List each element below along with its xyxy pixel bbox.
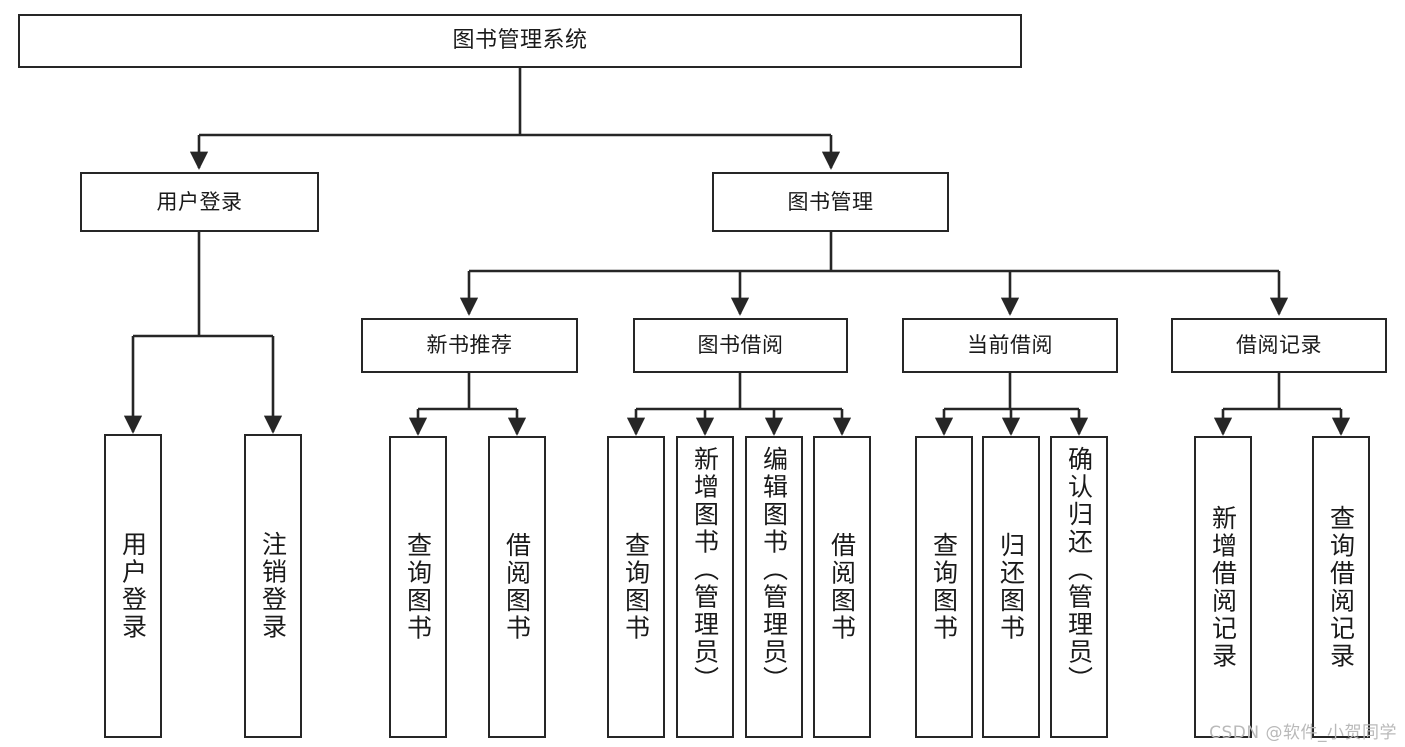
- node-label: 查询图书: [403, 532, 433, 642]
- node-label: 查询图书: [621, 532, 651, 642]
- leaf-borrow-query-book[interactable]: 查询图书: [607, 436, 665, 738]
- node-book-borrow[interactable]: 图书借阅: [633, 318, 848, 373]
- leaf-borrow-add-book-admin[interactable]: 新增图书（管理员）: [676, 436, 734, 738]
- node-label: 当前借阅: [967, 333, 1053, 358]
- leaf-records-query-record[interactable]: 查询借阅记录: [1312, 436, 1370, 738]
- node-label: 借阅图书: [827, 532, 857, 642]
- node-label: 图书管理系统: [452, 28, 588, 54]
- node-new-book-recommend[interactable]: 新书推荐: [361, 318, 578, 373]
- leaf-recommend-query-book[interactable]: 查询图书: [389, 436, 447, 738]
- node-label: 用户登录: [118, 531, 148, 641]
- node-label: 借阅图书: [502, 532, 532, 642]
- leaf-borrow-edit-book-admin[interactable]: 编辑图书（管理员）: [745, 436, 803, 738]
- leaf-current-return-book[interactable]: 归还图书: [982, 436, 1040, 738]
- node-label: 用户登录: [156, 189, 243, 214]
- node-root-system[interactable]: 图书管理系统: [18, 14, 1022, 68]
- node-label: 确认归还（管理员）: [1064, 446, 1094, 694]
- leaf-borrow-borrow-book[interactable]: 借阅图书: [813, 436, 871, 738]
- leaf-user-login-logout[interactable]: 注销登录: [244, 434, 302, 738]
- leaf-user-login-login[interactable]: 用户登录: [104, 434, 162, 738]
- node-label: 图书借阅: [697, 333, 784, 358]
- node-label: 图书管理: [787, 189, 874, 214]
- leaf-current-query-book[interactable]: 查询图书: [915, 436, 973, 738]
- node-label: 归还图书: [996, 532, 1026, 642]
- node-label: 注销登录: [258, 531, 288, 641]
- node-label: 编辑图书（管理员）: [759, 446, 789, 694]
- node-label: 查询图书: [929, 532, 959, 642]
- node-borrow-records[interactable]: 借阅记录: [1171, 318, 1387, 373]
- csdn-watermark: CSDN @软件_小贺同学: [1209, 723, 1397, 743]
- node-label: 查询借阅记录: [1326, 504, 1356, 670]
- node-book-management[interactable]: 图书管理: [712, 172, 949, 232]
- node-label: 借阅记录: [1236, 333, 1322, 358]
- node-current-borrow[interactable]: 当前借阅: [902, 318, 1118, 373]
- node-label: 新增借阅记录: [1208, 504, 1238, 670]
- leaf-current-confirm-return-admin[interactable]: 确认归还（管理员）: [1050, 436, 1108, 738]
- node-label: 新增图书（管理员）: [690, 446, 720, 694]
- node-label: 新书推荐: [426, 333, 513, 358]
- node-user-login[interactable]: 用户登录: [80, 172, 319, 232]
- leaf-records-add-record[interactable]: 新增借阅记录: [1194, 436, 1252, 738]
- leaf-recommend-borrow-book[interactable]: 借阅图书: [488, 436, 546, 738]
